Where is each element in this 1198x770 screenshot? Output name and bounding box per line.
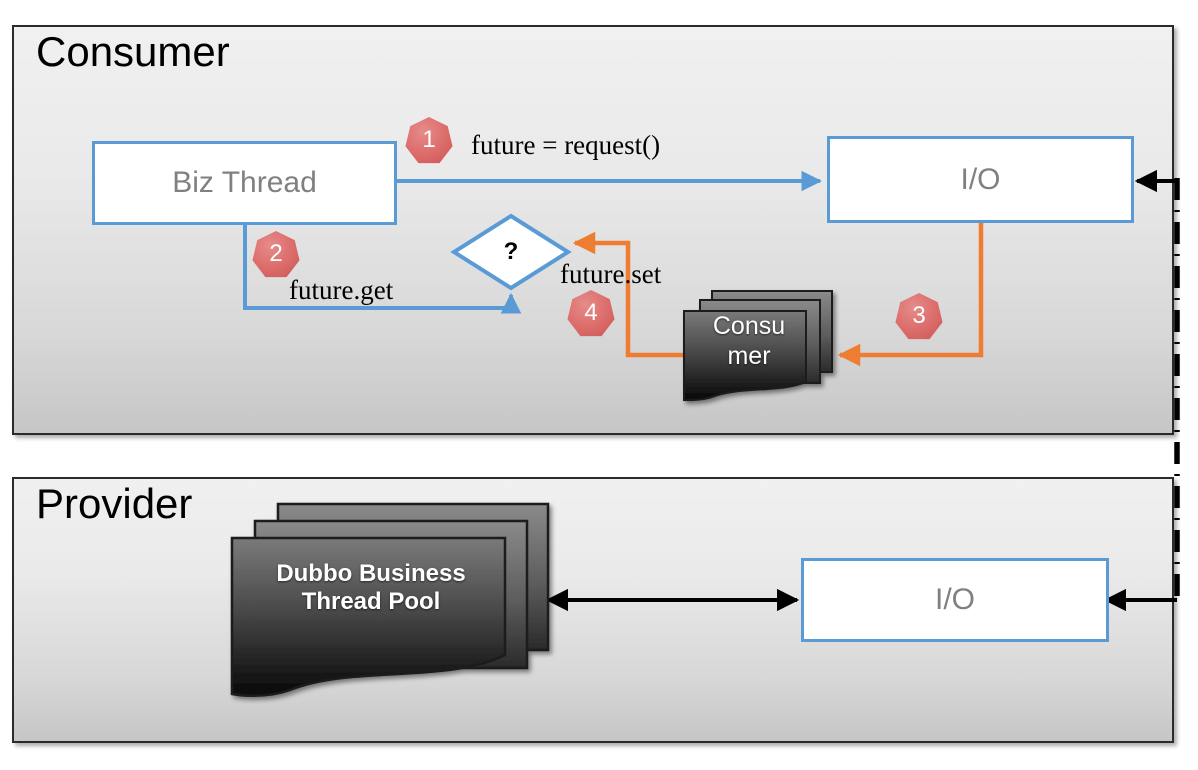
- edge-label-future-get: future.get: [289, 275, 394, 305]
- consumer-thread-stack[interactable]: Consu mer: [678, 286, 838, 403]
- provider-io-label: I/O: [934, 583, 975, 616]
- decision-node[interactable]: ?: [452, 214, 570, 289]
- edge-label-future-request: future = request(): [471, 130, 661, 160]
- provider-io-box[interactable]: I/O: [801, 558, 1109, 642]
- consumer-panel: Consumer: [12, 25, 1174, 435]
- biz-thread-label: Biz Thread: [172, 166, 317, 199]
- edge-label-future-set: future.set: [560, 259, 662, 289]
- step-badge-2: 2: [252, 231, 300, 278]
- step-badge-1: 1: [405, 117, 453, 164]
- provider-thread-pool-stack[interactable]: Dubbo Business Thread Pool: [228, 500, 528, 690]
- provider-stack-label: Dubbo Business Thread Pool: [246, 560, 496, 617]
- provider-stack-line-2: Thread Pool: [301, 588, 441, 616]
- consumer-panel-title: Consumer: [36, 28, 230, 75]
- step-badge-4: 4: [567, 290, 615, 337]
- consumer-stack-line-2: mer: [727, 341, 771, 370]
- decision-label: ?: [503, 237, 519, 265]
- consumer-stack-label: Consu mer: [696, 312, 802, 371]
- provider-panel-title: Provider: [36, 480, 193, 527]
- biz-thread-box[interactable]: Biz Thread: [92, 141, 397, 225]
- consumer-stack-line-1: Consu: [712, 312, 786, 340]
- step-badge-3: 3: [895, 293, 943, 340]
- provider-stack-line-1: Dubbo Business: [276, 560, 466, 587]
- consumer-io-box[interactable]: I/O: [827, 136, 1134, 223]
- consumer-io-label: I/O: [960, 162, 1001, 196]
